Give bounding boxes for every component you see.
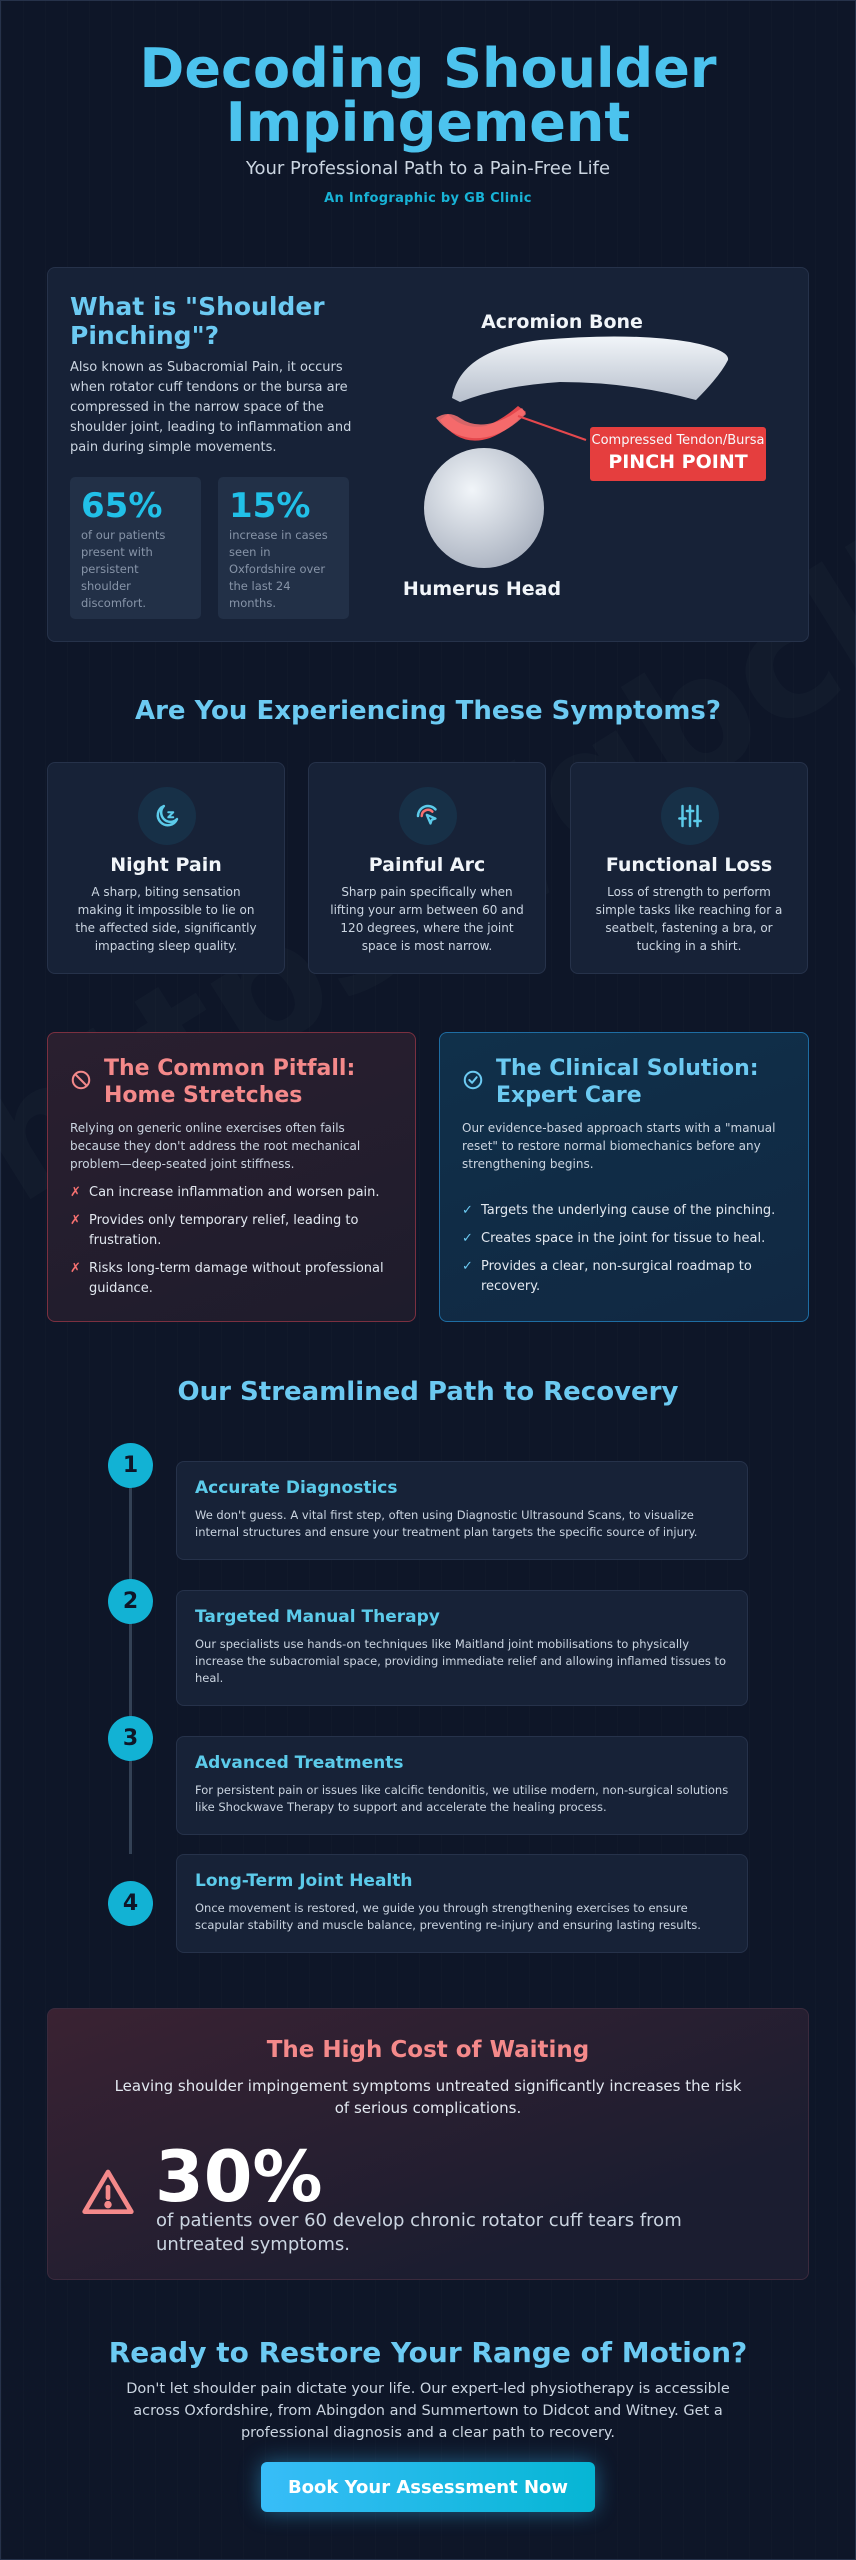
symptom-card-functional-loss: Functional Loss Loss of strength to perf… bbox=[570, 762, 808, 974]
step-number-3: 3 bbox=[108, 1716, 153, 1761]
symptom-description: Sharp pain specifically when lifting you… bbox=[330, 885, 524, 953]
list-item: ✗Risks long-term damage without professi… bbox=[70, 1261, 384, 1296]
step-title: Accurate Diagnostics bbox=[195, 1478, 398, 1498]
warning-triangle-icon bbox=[82, 2169, 134, 2214]
symptom-title: Painful Arc bbox=[368, 854, 486, 876]
stat-box-2: 15% increase in cases seen in Oxfordshir… bbox=[218, 477, 349, 619]
humerus-label: Humerus Head bbox=[403, 578, 561, 600]
solution-list: ✓Targets the underlying cause of the pin… bbox=[462, 1201, 792, 1305]
pitfall-description: Relying on generic online exercises ofte… bbox=[70, 1121, 361, 1171]
arc-pointer-icon bbox=[399, 787, 457, 845]
symptom-title: Night Pain bbox=[110, 854, 222, 876]
list-item: ✗Can increase inflammation and worsen pa… bbox=[70, 1183, 400, 1203]
tendon-label: Compressed Tendon/Bursa bbox=[592, 433, 765, 448]
page-subtitle: Your Professional Path to a Pain-Free Li… bbox=[245, 158, 611, 179]
pinch-point-label: PINCH POINT bbox=[608, 451, 747, 473]
sliders-icon bbox=[661, 787, 719, 845]
what-is-description: Also known as Subacromial Pain, it occur… bbox=[70, 360, 352, 455]
page-title-line1: Decoding Shoulder bbox=[139, 37, 717, 100]
step-number-2: 2 bbox=[108, 1579, 153, 1624]
solution-title: The Clinical Solution: Expert Care bbox=[496, 1056, 759, 1108]
step-description: Our specialists use hands-on techniques … bbox=[195, 1637, 727, 1685]
symptoms-title: Are You Experiencing These Symptoms? bbox=[134, 696, 721, 726]
bursa-shape bbox=[436, 408, 526, 439]
step-description: For persistent pain or issues like calci… bbox=[195, 1783, 729, 1814]
pitfall-card: The Common Pitfall: Home Stretches Relyi… bbox=[47, 1032, 416, 1322]
check-mark-icon: ✓ bbox=[462, 1259, 473, 1274]
cost-stat-value: 30% bbox=[155, 2136, 323, 2218]
page-title-line2: Impingement bbox=[225, 91, 631, 154]
symptom-description: Loss of strength to perform simple tasks… bbox=[595, 885, 783, 953]
stat-value: 15% bbox=[229, 486, 311, 526]
step-title: Targeted Manual Therapy bbox=[195, 1607, 440, 1627]
solution-description: Our evidence-based approach starts with … bbox=[462, 1121, 776, 1171]
stat-box-1: 65% of our patients present with persist… bbox=[70, 477, 201, 619]
pitfall-list: ✗Can increase inflammation and worsen pa… bbox=[70, 1183, 400, 1307]
humerus-head-shape bbox=[424, 448, 544, 568]
symptom-title: Functional Loss bbox=[605, 854, 773, 876]
cta-title: Ready to Restore Your Range of Motion? bbox=[108, 2336, 748, 2369]
cross-mark-icon: ✗ bbox=[70, 1261, 81, 1276]
cost-title: The High Cost of Waiting bbox=[266, 2037, 590, 2063]
solution-card: The Clinical Solution: Expert Care Our e… bbox=[439, 1032, 809, 1322]
symptom-description: A sharp, biting sensation making it impo… bbox=[75, 885, 257, 953]
cta-description: Don't let shoulder pain dictate your lif… bbox=[126, 2381, 730, 2441]
ban-icon bbox=[71, 1070, 91, 1090]
step-number-1: 1 bbox=[108, 1443, 153, 1488]
step-card-manual-therapy: Targeted Manual Therapy Our specialists … bbox=[176, 1590, 748, 1706]
step-description: Once movement is restored, we guide you … bbox=[195, 1901, 701, 1932]
check-circle-icon bbox=[463, 1070, 483, 1090]
page-title: Decoding Shoulder Impingement bbox=[0, 42, 856, 150]
cross-mark-icon: ✗ bbox=[70, 1185, 81, 1200]
timeline-line bbox=[129, 1466, 132, 1854]
cross-mark-icon: ✗ bbox=[70, 1213, 81, 1228]
step-card-diagnostics: Accurate Diagnostics We don't guess. A v… bbox=[176, 1461, 748, 1560]
book-assessment-button[interactable]: Book Your Assessment Now bbox=[261, 2462, 595, 2512]
check-mark-icon: ✓ bbox=[462, 1231, 473, 1246]
pinch-point-box bbox=[590, 427, 766, 481]
step-title: Advanced Treatments bbox=[195, 1753, 404, 1773]
step-card-advanced-treatments: Advanced Treatments For persistent pain … bbox=[176, 1736, 748, 1835]
cost-stat-text: of patients over 60 develop chronic rota… bbox=[156, 2210, 682, 2255]
cost-description: Leaving shoulder impingement symptoms un… bbox=[114, 2077, 742, 2117]
list-item: ✓Provides a clear, non-surgical roadmap … bbox=[462, 1259, 752, 1294]
step-number-4: 4 bbox=[108, 1881, 153, 1926]
acromion-bone-shape bbox=[452, 336, 729, 402]
byline: An Infographic by GB Clinic bbox=[324, 191, 532, 206]
cost-card: The High Cost of Waiting Leaving shoulde… bbox=[47, 2008, 809, 2280]
list-item: ✓Targets the underlying cause of the pin… bbox=[462, 1201, 792, 1221]
stat-text: increase in cases seen in Oxfordshire ov… bbox=[229, 528, 328, 610]
symptom-card-painful-arc: Painful Arc Sharp pain specifically when… bbox=[308, 762, 546, 974]
check-mark-icon: ✓ bbox=[462, 1203, 473, 1218]
stat-text: of our patients present with persistent … bbox=[81, 528, 166, 610]
acromion-label: Acromion Bone bbox=[481, 311, 643, 333]
shoulder-diagram: Acromion Bone Compressed Tendon/Bursa PI… bbox=[403, 311, 766, 600]
pitfall-title: The Common Pitfall: Home Stretches bbox=[104, 1056, 356, 1108]
moon-icon bbox=[138, 787, 196, 845]
step-description: We don't guess. A vital first step, ofte… bbox=[195, 1508, 698, 1539]
symptom-card-night-pain: Night Pain A sharp, biting sensation mak… bbox=[47, 762, 285, 974]
path-title: Our Streamlined Path to Recovery bbox=[177, 1377, 679, 1407]
step-title: Long-Term Joint Health bbox=[195, 1871, 413, 1891]
pointer-line bbox=[517, 415, 587, 441]
stat-value: 65% bbox=[81, 486, 163, 526]
what-is-title: What is "Shoulder Pinching"? bbox=[70, 292, 325, 350]
list-item: ✗Provides only temporary relief, leading… bbox=[70, 1213, 359, 1248]
list-item: ✓Creates space in the joint for tissue t… bbox=[462, 1229, 792, 1249]
step-card-joint-health: Long-Term Joint Health Once movement is … bbox=[176, 1854, 748, 1953]
